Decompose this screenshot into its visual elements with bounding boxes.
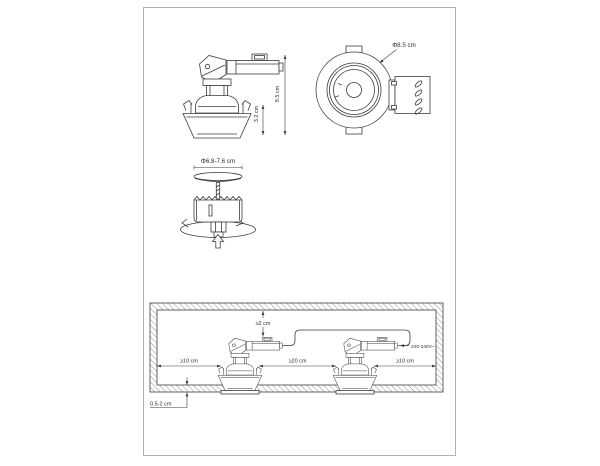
interconnect-cable <box>282 329 411 346</box>
hole-saw <box>193 195 243 223</box>
arrowhead <box>185 392 189 397</box>
dimension-left: ≥10 cm <box>157 359 221 368</box>
dim-label-spacing-between: ≥20 cm <box>289 359 307 365</box>
vent-slot <box>414 89 423 97</box>
arrowhead <box>217 364 221 368</box>
vent-slot <box>414 107 423 115</box>
dimension-9-5: 9.5 cm <box>275 55 287 135</box>
dim-label-ceiling-thickness: 0.5-2 cm <box>150 402 172 408</box>
clip-notch <box>391 105 397 110</box>
dimension-right: ≥10 cm <box>374 359 436 368</box>
arrowhead <box>283 131 287 135</box>
dimension-ceiling-thickness: 0.5-2 cm <box>150 377 189 408</box>
bezel-inner-ring <box>326 62 382 118</box>
junction-box <box>388 76 431 115</box>
dim-label-clearance-left: ≥10 cm <box>180 359 198 365</box>
arrowhead <box>379 59 384 63</box>
arrowhead <box>261 311 265 315</box>
push-up-arrow <box>211 233 225 249</box>
arrowhead <box>261 332 265 337</box>
saw-slot <box>208 204 213 217</box>
saw-teeth <box>193 195 243 201</box>
figure-front-view: Φ8.5 cm <box>315 42 431 135</box>
dimension-clearance-above: ≥2 cm <box>251 311 275 337</box>
dimension-between: ≥20 cm <box>259 359 336 368</box>
clip-notch <box>391 81 397 86</box>
trim-plate-right <box>335 390 375 395</box>
arrowhead <box>259 364 263 368</box>
mains-supply: 220-240V~ <box>399 344 435 350</box>
vent-slot <box>414 80 423 88</box>
cavity-inner-wall <box>156 309 437 386</box>
diameter-callout: Φ8.5 cm <box>379 42 416 63</box>
trim-plate-left <box>220 390 260 395</box>
figure-installation: 220-240V~ ≥2 cm ≥10 cm ≥20 cm ≥10 cm <box>149 302 444 408</box>
face-tick <box>337 83 342 86</box>
figure-side-view: 3.2 cm 9.5 cm <box>182 53 287 139</box>
dim-label-hole-diameter: Φ6.8-7.6 cm <box>201 158 235 165</box>
arrowhead <box>432 364 436 368</box>
lamp-face <box>333 69 375 111</box>
voltage-label: 220-240V~ <box>411 344 435 350</box>
dim-label-total-height: 9.5 cm <box>275 85 281 102</box>
arrowhead <box>185 381 189 385</box>
label-mask <box>251 318 275 327</box>
hole-diameter-dimension: Φ6.8-7.6 cm <box>193 158 243 170</box>
face-tick <box>334 95 339 98</box>
arrowhead <box>157 364 161 368</box>
reflector-ring <box>329 65 379 115</box>
cavity-outer-wall <box>149 302 444 393</box>
arrowhead <box>332 364 336 368</box>
lamp-center <box>346 82 362 98</box>
dim-label-clearance-above: ≥2 cm <box>256 321 271 327</box>
cut-disc <box>193 172 243 182</box>
arrowhead <box>261 105 265 109</box>
arrowhead <box>399 344 404 347</box>
arrowhead <box>283 55 287 59</box>
ceiling-cavity <box>149 302 444 393</box>
dim-label-diameter: Φ8.5 cm <box>392 42 416 49</box>
arrowhead <box>374 364 378 368</box>
figure-cutout: Φ6.8-7.6 cm <box>180 158 256 249</box>
vent-slot <box>414 98 423 106</box>
dim-label-clearance-right: ≥10 cm <box>396 359 414 365</box>
drill-bit <box>215 182 221 200</box>
arrowhead <box>261 131 265 135</box>
dim-label-visible-height: 3.2 cm <box>254 105 260 122</box>
dimension-3-2: 3.2 cm <box>254 105 265 135</box>
rotation-arrow-left <box>181 218 189 228</box>
